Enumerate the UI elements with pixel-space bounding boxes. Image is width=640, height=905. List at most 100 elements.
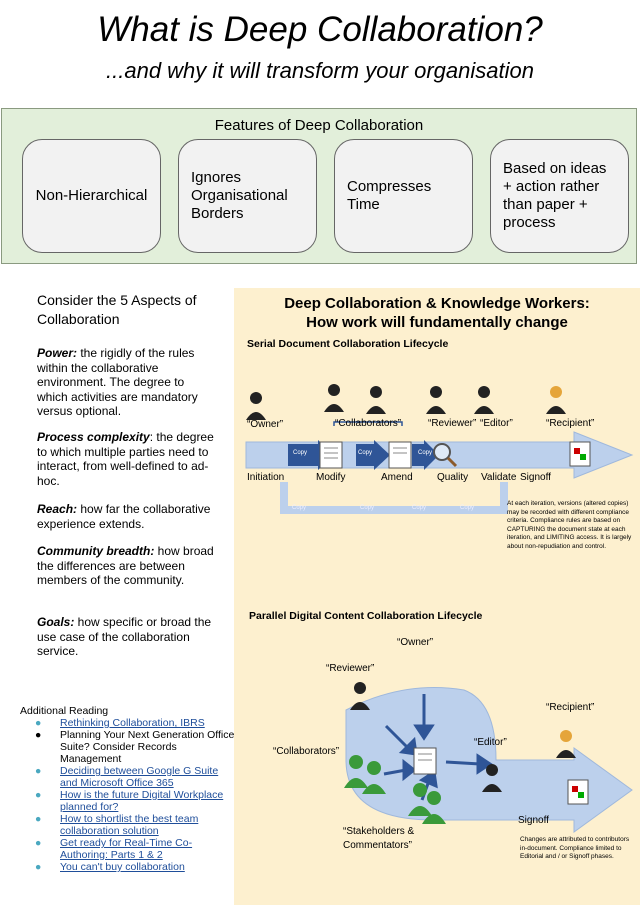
infographic-title-line: Deep Collaboration & Knowledge Workers: (284, 295, 590, 312)
aspect-term: Power: (37, 346, 78, 360)
magnifier-icon (433, 443, 458, 468)
person-icon (482, 764, 502, 792)
person-icon (422, 791, 446, 824)
copy-label: Copy (293, 450, 308, 456)
reading-item[interactable]: ● How to shortlist the best team collabor… (20, 813, 235, 837)
reviewer-label: “Reviewer” (326, 663, 375, 674)
copy-label: Copy (412, 505, 427, 511)
role-label: “Reviewer” (428, 418, 477, 429)
bullet-icon: ● (35, 837, 42, 849)
person-icon (556, 730, 576, 758)
person-icon (344, 755, 368, 788)
role-label: “Recipient” (546, 418, 595, 429)
serial-heading: Serial Document Collaboration Lifecycle (247, 338, 449, 350)
document-icon (413, 747, 437, 775)
copy-label: Copy (360, 505, 375, 511)
role-label: “Owner” (247, 419, 284, 430)
reading-link[interactable]: How is the future Digital Workplace plan… (60, 789, 224, 813)
infographic-title: Deep Collaboration & Knowledge Workers: … (234, 294, 640, 332)
document-icon (569, 441, 591, 467)
copy-label: Copy (460, 505, 475, 511)
parallel-diagram (344, 682, 633, 833)
reading-list: ● Rethinking Collaboration, IBRS ● Planning… (20, 717, 235, 873)
stage-label: Validate (481, 472, 517, 483)
aspect-term: Process complexity (37, 430, 150, 444)
stakeholders-label: Commentators” (343, 840, 412, 851)
feature-box: Non-Hierarchical (22, 139, 161, 253)
reading-item[interactable]: ● How is the future Digital Workplace pla… (20, 789, 235, 813)
bullet-icon: ● (35, 861, 42, 873)
reading-link[interactable]: How to shortlist the best team collabora… (60, 813, 199, 837)
bullet-icon: ● (35, 813, 42, 825)
features-heading: Features of Deep Collaboration (214, 117, 424, 134)
aspect-term: Reach: (37, 502, 78, 516)
merge-arrows (383, 694, 493, 801)
stage-label: Modify (316, 472, 346, 483)
page-title: What is Deep Collaboration? (97, 10, 543, 49)
reading-link[interactable]: Deciding between Google G Suite and Micr… (60, 765, 219, 789)
reading-item: ● Planning Your Next Generation Office Su… (20, 729, 235, 765)
feature-box: Based on ideas + action rather than pape… (490, 139, 629, 253)
stage-label: Quality (437, 472, 469, 483)
aspect-text: how far the collaborative experience ext… (37, 502, 211, 531)
person-icon (362, 761, 386, 794)
reading-item[interactable]: ● You can't buy collaboration (20, 861, 235, 873)
copy-arrow (412, 440, 439, 470)
copy-label: Copy (358, 450, 373, 456)
reading-link[interactable]: Get ready for Real-Time Co-Authoring: Pa… (60, 837, 193, 861)
reading-item[interactable]: ● Deciding between Google G Suite and Mic… (20, 765, 235, 789)
aspect-item: Community breadth: how broad the differe… (37, 544, 217, 588)
document-icon (567, 779, 589, 805)
stakeholders-label: “Stakeholders & (343, 826, 415, 837)
serial-diagram (245, 384, 634, 514)
aspect-item: Power: the rigidly of the rules within t… (37, 346, 217, 419)
aspect-item: Process complexity: the degree to which … (37, 430, 217, 488)
bullet-icon: ● (35, 717, 42, 729)
copy-label: Copy (292, 505, 307, 511)
role-label: “Editor” (480, 418, 513, 429)
parallel-note: Changes are attributed to contributors i… (520, 836, 630, 860)
aspect-term: Community breadth: (37, 544, 155, 558)
feature-box: Compresses Time (334, 139, 473, 253)
aspect-term: Goals: (37, 615, 75, 629)
document-icon (388, 441, 412, 469)
person-icon (546, 386, 566, 414)
aspect-text: : the degree to which multiple parties n… (37, 430, 214, 488)
person-icon (474, 386, 494, 414)
bullet-icon: ● (35, 729, 42, 741)
reading-link[interactable]: Rethinking Collaboration, IBRS (60, 717, 205, 729)
signoff-label: Signoff (518, 815, 549, 826)
collaborators-label: “Collaborators” (273, 746, 340, 757)
serial-note: At each iteration, versions (altered cop… (507, 500, 632, 550)
stage-label: Signoff (520, 472, 551, 483)
person-icon (408, 783, 432, 816)
stage-label: Amend (381, 472, 413, 483)
stage-label: Initiation (247, 472, 285, 483)
copy-label: Copy (418, 450, 433, 456)
aspects-heading: Consider the 5 Aspects of Collaboration (37, 292, 197, 327)
reading-text: Planning Your Next Generation Office Sui… (60, 729, 235, 765)
person-icon (366, 386, 386, 414)
bullet-icon: ● (35, 789, 42, 801)
person-icon (324, 384, 344, 412)
collaborators-bracket (333, 421, 403, 426)
copy-arrow (356, 440, 390, 470)
aspect-text: the rigidly of the rules within the coll… (37, 346, 198, 418)
infographic-title-line: How work will fundamentally change (306, 314, 568, 331)
feature-box: Ignores Organisational Borders (178, 139, 317, 253)
reading-item[interactable]: ● Get ready for Real-Time Co-Authoring: P… (20, 837, 235, 861)
reading-item[interactable]: ● Rethinking Collaboration, IBRS (20, 717, 235, 729)
aspect-item: Goals: how specific or broad the use cas… (37, 615, 217, 659)
person-icon (426, 386, 446, 414)
bullet-icon: ● (35, 765, 42, 777)
aspect-text: how broad the differences are between me… (37, 544, 214, 587)
owner-label: “Owner” (397, 637, 434, 648)
serial-loop (280, 482, 508, 514)
editor-label: “Editor” (474, 737, 507, 748)
page-subtitle: ...and why it will transform your organi… (106, 58, 534, 83)
person-icon (246, 392, 266, 420)
reading-link[interactable]: You can't buy collaboration (60, 861, 185, 873)
aspect-item: Reach: how far the collaborative experie… (37, 502, 217, 531)
parallel-heading: Parallel Digital Content Collaboration L… (249, 610, 483, 622)
recipient-label: “Recipient” (546, 702, 595, 713)
